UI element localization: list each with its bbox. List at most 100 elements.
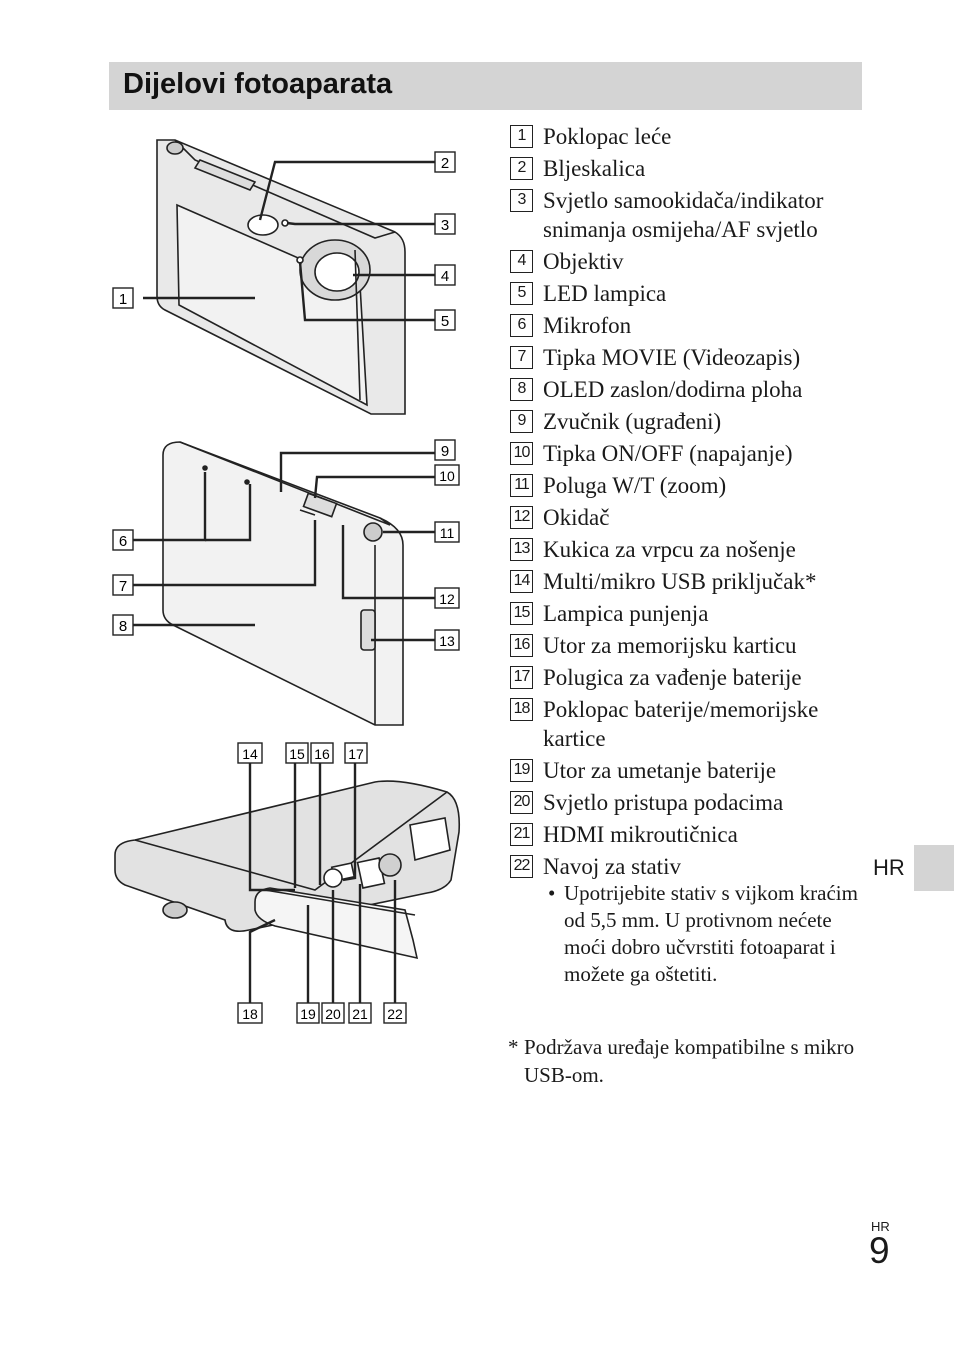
list-item: 6 Mikrofon	[510, 311, 870, 340]
tripod-note-text: Upotrijebite stativ s vijkom kraćim od 5…	[564, 881, 858, 986]
camera-bottom-view	[114, 780, 461, 960]
item-label: Zvučnik (ugrađeni)	[543, 409, 722, 434]
item-number-box: 3	[510, 189, 533, 212]
callout-21: 21	[348, 1002, 372, 1024]
item-label: HDMI mikroutičnica	[543, 822, 738, 847]
language-tab-label: HR	[873, 855, 905, 880]
svg-text:11: 11	[440, 525, 455, 541]
item-number-box: 10	[510, 442, 533, 465]
svg-text:17: 17	[348, 746, 364, 762]
item-number-box: 15	[510, 602, 533, 625]
camera-diagram: 1 2 3 4 5 6 7 8 9 10 11 12 13 14 15 16 1…	[112, 139, 461, 1024]
item-label: Svjetlo samookidača/indikator snimanja o…	[543, 188, 824, 242]
list-item: 14 Multi/mikro USB priključak*	[510, 567, 870, 596]
item-number-box: 21	[510, 823, 533, 846]
item-label: Poklopac baterije/memorijske kartice	[543, 697, 819, 751]
callout-1: 1	[112, 287, 134, 309]
svg-text:12: 12	[439, 591, 455, 607]
item-number-box: 7	[510, 346, 533, 369]
camera-back-view	[162, 441, 404, 726]
item-label: LED lampica	[543, 281, 667, 306]
callout-8: 8	[112, 614, 134, 636]
item-number-box: 17	[510, 666, 533, 689]
list-item: 3 Svjetlo samookidača/indikator snimanja …	[510, 186, 870, 244]
list-item: 11 Poluga W/T (zoom)	[510, 471, 870, 500]
callout-22: 22	[383, 1002, 407, 1024]
callout-16: 16	[310, 742, 334, 764]
section-title-bar: Dijelovi fotoaparata	[109, 62, 862, 110]
footnote-text: Podržava uređaje kompatibilne s mikro US…	[524, 1035, 855, 1087]
callout-9: 9	[434, 439, 456, 461]
item-number-box: 18	[510, 698, 533, 721]
svg-text:16: 16	[314, 746, 330, 762]
callout-12: 12	[434, 587, 460, 609]
svg-text:21: 21	[352, 1006, 368, 1022]
callout-2: 2	[434, 151, 456, 173]
list-item: 5 LED lampica	[510, 279, 870, 308]
svg-text:10: 10	[439, 468, 455, 484]
item-label: OLED zaslon/dodirna ploha	[543, 377, 803, 402]
item-number-box: 9	[510, 410, 533, 433]
language-tab	[914, 845, 954, 891]
svg-text:13: 13	[439, 633, 455, 649]
page-number: 9	[869, 1230, 890, 1271]
tripod-note: • Upotrijebite stativ s vijkom kraćim od …	[548, 880, 870, 988]
svg-text:8: 8	[119, 618, 127, 635]
item-number-box: 11	[510, 474, 533, 497]
leader-lines	[133, 160, 435, 1012]
item-label: Kukica za vrpcu za nošenje	[543, 537, 796, 562]
item-number-box: 6	[510, 314, 533, 337]
item-label: Polugica za vađenje baterije	[543, 665, 802, 690]
callout-7: 7	[112, 574, 134, 596]
callout-4: 4	[434, 264, 456, 286]
callout-18: 18	[237, 1002, 263, 1024]
item-label: Poklopac leće	[543, 124, 672, 149]
list-item: 7 Tipka MOVIE (Videozapis)	[510, 343, 870, 372]
item-number-box: 13	[510, 538, 533, 561]
footnote: * Podržava uređaje kompatibilne s mikro …	[508, 1033, 858, 1089]
svg-text:20: 20	[325, 1006, 341, 1022]
item-label: Objektiv	[543, 249, 624, 274]
item-label: Navoj za stativ	[543, 854, 681, 879]
callout-5: 5	[434, 309, 456, 331]
callout-20: 20	[321, 1002, 345, 1024]
item-label: Mikrofon	[543, 313, 632, 338]
callout-15: 15	[285, 742, 309, 764]
camera-illustrations: 1 2 3 4 5 6 7 8 9 10 11 12 13 14 15 16 1…	[105, 120, 475, 1040]
list-item: 9 Zvučnik (ugrađeni)	[510, 407, 870, 436]
item-number-box: 19	[510, 759, 533, 782]
item-number-box: 22	[510, 855, 533, 878]
item-label: Multi/mikro USB priključak*	[543, 569, 817, 594]
callout-10: 10	[434, 464, 460, 486]
svg-text:4: 4	[441, 268, 449, 285]
svg-text:18: 18	[242, 1006, 258, 1022]
camera-front-view	[156, 139, 406, 415]
item-number-box: 14	[510, 570, 533, 593]
list-item: 4 Objektiv	[510, 247, 870, 276]
item-label: Utor za umetanje baterije	[543, 758, 777, 783]
item-label: Poluga W/T (zoom)	[543, 473, 727, 498]
callout-boxes: 1 2 3 4 5 6 7 8 9 10 11 12 13 14 15 16 1…	[112, 151, 460, 1024]
item-label: Okidač	[543, 505, 610, 530]
footnote-marker: *	[508, 1035, 519, 1059]
svg-text:15: 15	[289, 746, 305, 762]
list-item: 12 Okidač	[510, 503, 870, 532]
svg-text:22: 22	[387, 1006, 403, 1022]
bullet-marker: •	[548, 881, 556, 905]
item-label: Tipka MOVIE (Videozapis)	[543, 345, 801, 370]
item-label: Svjetlo pristupa podacima	[543, 790, 784, 815]
item-number-box: 5	[510, 282, 533, 305]
svg-text:19: 19	[300, 1006, 316, 1022]
callout-3: 3	[434, 213, 456, 235]
callout-17: 17	[344, 742, 368, 764]
list-item: 19 Utor za umetanje baterije	[510, 756, 870, 785]
page-language-code: HR	[871, 1219, 890, 1234]
item-number-box: 12	[510, 506, 533, 529]
item-label: Lampica punjenja	[543, 601, 709, 626]
svg-text:3: 3	[441, 217, 449, 234]
list-item: 17 Polugica za vađenje baterije	[510, 663, 870, 692]
item-number-box: 4	[510, 250, 533, 273]
